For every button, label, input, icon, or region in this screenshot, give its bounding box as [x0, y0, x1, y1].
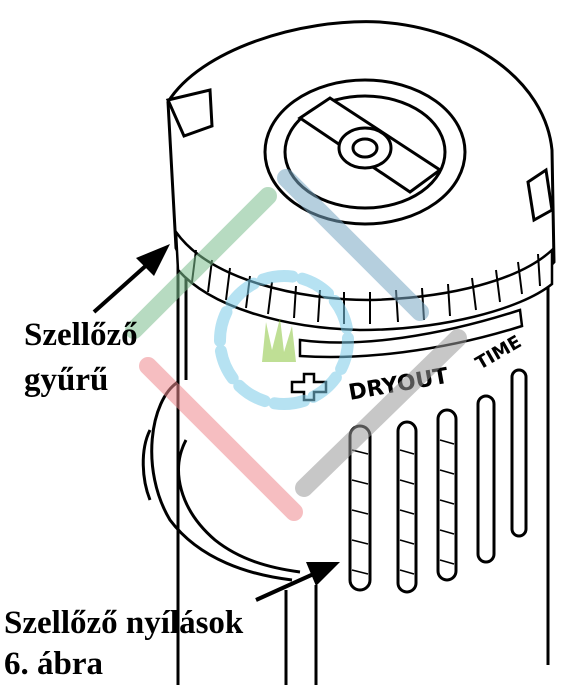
- watermark-circle: [214, 270, 354, 410]
- vent-ring-label-line-1: Szellőző: [24, 317, 138, 353]
- vent-slot: [396, 420, 418, 594]
- vent-slot: [436, 408, 458, 582]
- sprinkler-cap: [165, 20, 556, 315]
- watermark-blue-arm: [277, 169, 429, 321]
- vent-ring-label-line-2: gyűrű: [24, 362, 109, 398]
- watermark-red-arm: [139, 357, 303, 521]
- vent-slot: [476, 394, 496, 564]
- vent-openings-label: Szellőző nyílások: [4, 605, 244, 641]
- vent-ring-arrow: [92, 260, 152, 314]
- figure-caption: 6. ábra: [4, 646, 103, 682]
- grass-icon: [262, 318, 296, 362]
- watermark-logo: [125, 169, 467, 521]
- vent-openings: [348, 368, 528, 594]
- watermark-gray-arm: [295, 329, 467, 497]
- pointer-arrows: [92, 244, 340, 602]
- vent-slot: [510, 368, 528, 538]
- vent-openings-arrow: [255, 570, 319, 602]
- flex-tube: [141, 380, 301, 582]
- watermark-green-arm: [125, 187, 277, 339]
